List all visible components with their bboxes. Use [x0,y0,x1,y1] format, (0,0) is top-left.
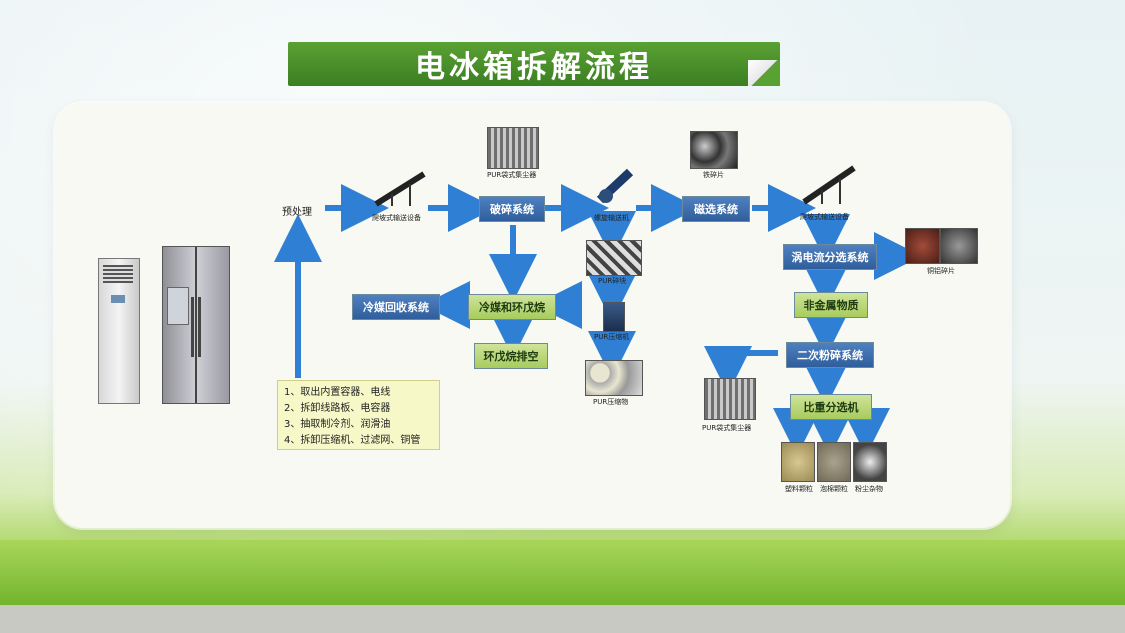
air-conditioner-icon [98,258,140,404]
node-crush: 破碎系统 [479,196,545,222]
node-cyclo-vent: 环戊烷排空 [474,343,548,369]
screw-conveyor-icon [596,166,636,206]
label-conveyor-2: 爬坡式输送设备 [800,213,849,221]
pur-bag-filter-image-1 [487,127,539,169]
foam-granule-image [817,442,851,482]
node-refrig-recovery: 冷媒回收系统 [352,294,440,320]
pur-pressed-image [585,360,643,396]
refrigerator-icon [162,246,230,404]
plastic-granule-image [781,442,815,482]
copper-aluminum-image-2 [940,228,978,264]
label-pur-block: PUR碎块 [598,277,627,285]
pur-compressor-image [603,302,625,332]
pretreatment-steps: 1、取出内置容器、电线 2、拆卸线路板、电容器 3、抽取制冷剂、润滑油 4、拆卸… [277,380,440,450]
copper-aluminum-image-1 [905,228,940,264]
arrow-secondary-to-bag [704,346,778,394]
node-refrig-cyclo: 冷媒和环戊烷 [468,294,556,320]
label-pur-bag-2: PUR袋式集尘器 [702,424,752,432]
label-pur-bag-1: PUR袋式集尘器 [487,171,537,179]
step-2: 2、拆卸线路板、电容器 [284,403,391,414]
dust-debris-image [853,442,887,482]
node-nonmetal: 非金属物质 [794,292,868,318]
node-gravity: 比重分选机 [790,394,872,420]
pur-block-image [586,240,642,276]
label-foam: 泡棉颗粒 [820,485,848,493]
title-fold-corner [748,60,780,86]
conveyor-icon [372,168,428,208]
label-copper-al: 铜铝碎片 [927,267,955,275]
conveyor-icon-2 [800,162,858,206]
step-1: 1、取出内置容器、电线 [284,387,391,398]
label-iron: 铁碎片 [703,171,724,179]
floor [0,605,1125,633]
node-eddy: 涡电流分选系统 [783,244,877,270]
step-4: 4、拆卸压缩机、过滤网、铜管 [284,435,421,446]
iron-fragment-image [690,131,738,169]
label-dust: 粉尘杂物 [855,485,883,493]
pur-bag-filter-image-2 [704,378,756,420]
node-pretreat: 预处理 [282,207,312,218]
label-conveyor-1: 爬坡式输送设备 [372,214,421,222]
node-secondary: 二次粉碎系统 [786,342,874,368]
diagram-title: 电冰箱拆解流程 [288,42,780,86]
node-magnetic: 磁选系统 [682,196,750,222]
step-3: 3、抽取制冷剂、润滑油 [284,419,391,430]
label-pur-pressed: PUR压缩物 [593,398,629,406]
grass-band [0,540,1125,610]
label-pur-press: PUR压缩机 [594,333,630,341]
label-plastic: 塑料颗粒 [785,485,813,493]
label-screw: 螺旋输送机 [594,214,629,222]
